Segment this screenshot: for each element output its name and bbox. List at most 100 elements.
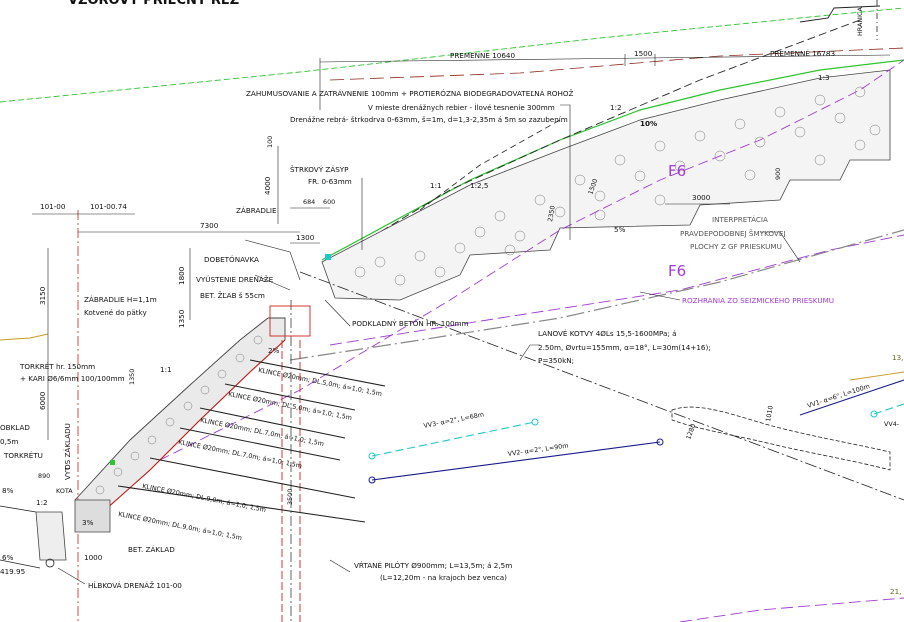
drain-vv2-end — [656, 438, 664, 446]
label-zlab: BET. ŽĽAB š 55cm — [200, 291, 265, 300]
label-zab2b: Kotvené do pätky — [84, 308, 147, 317]
dim-1000: 1000 — [84, 553, 103, 562]
slope-1-2: 1:2 — [610, 103, 622, 112]
dim-1350b: 1350 — [128, 369, 136, 385]
dimension-lines — [32, 54, 891, 440]
percent-6: 6% — [2, 553, 14, 562]
dim-premenne-2: PREMENNÉ 16783 — [770, 49, 835, 58]
dim-3500: 3500 — [286, 489, 294, 505]
label-obklad-2: 0,5m — [0, 437, 18, 446]
dim-3150: 3150 — [38, 286, 47, 305]
black-dashed-slope-top — [329, 19, 861, 263]
dim-600: 600 — [323, 198, 335, 206]
drawing-title: VZOROVÝ PRIEČNY REZ — [68, 0, 239, 8]
dim-1280: 1280 — [684, 423, 697, 441]
nail-label-4: KLINCE Ø20mm; DL.7,0m; á=1,0; 1,5m — [178, 438, 303, 470]
red-dashed-line — [329, 47, 904, 81]
drain-vv3-end — [531, 418, 539, 426]
wall-stone-pattern — [95, 335, 263, 495]
hranica-label: HRANICA — [856, 7, 864, 36]
nail-label-6: KLINCE Ø20mm; DL.9,0m; á=1,0; 1,5m — [118, 510, 243, 542]
slope-1-1-b: 1:1 — [160, 365, 172, 374]
pile-cap — [269, 305, 311, 337]
leader-lines — [57, 104, 801, 585]
cyan-marker-1 — [325, 254, 331, 260]
label-pilot-1: VŔTANÉ PILÓTY Ø900mm; L=13,5m; á 2,5m — [354, 561, 512, 570]
note-drenazne: Drenážne rebrá- štrkodrva 0-63mm, š=1m, … — [290, 115, 568, 124]
station-left: 101-00 — [40, 202, 66, 211]
stone-pattern — [354, 86, 881, 286]
note-ilove: V mieste drenážnych rebier - Ílové tesne… — [368, 103, 555, 112]
dim-1800: 1800 — [177, 266, 186, 285]
station-right: 101-00.74 — [90, 202, 127, 211]
label-zabradlie: ZÁBRADLIE — [236, 206, 277, 215]
anchor-axis-line — [299, 271, 904, 501]
drain-vv4-end — [870, 410, 878, 418]
slope-1-3: 1:3 — [818, 73, 830, 82]
drain-vv2-start — [368, 476, 376, 484]
percent-3: 3% — [82, 518, 94, 527]
label-strk-2: FR. 0-63mm — [308, 177, 352, 186]
label-interp-1: INTERPRETÁCIA — [712, 215, 768, 224]
dim-900: 900 — [774, 168, 782, 180]
new-terrain-green — [321, 59, 904, 261]
dim-1010: 1010 — [764, 405, 775, 422]
label-bet-zaklad: BET. ZÁKLAD — [128, 545, 175, 554]
nail-label-5: KLINCE Ø20mm; DL.9,0m; á=1,0; 1,5m — [142, 482, 267, 514]
label-kota: KOTA — [56, 487, 73, 495]
label-13: 13, — [892, 353, 903, 362]
drain-vv1 — [799, 379, 904, 416]
label-rozhr: ROZHRANIA ZO SEIZMICKÉHO PRIESKUMU — [682, 296, 834, 305]
percent-5: 5% — [614, 225, 626, 234]
green-marker-1 — [110, 460, 115, 465]
gold-line-left — [0, 333, 49, 341]
label-dobet: DOBETÓNAVKA — [204, 255, 259, 264]
label-strk-1: ŠTRKOVÝ ZÁSYP — [290, 165, 349, 174]
dim-3000: 3000 — [692, 193, 711, 202]
label-kotvy-2: 2.50m, Øvrtu=155mm, α=18°, L=30m(14+16); — [538, 343, 711, 352]
label-torkret-3: TORKRÉTU — [3, 451, 43, 460]
label-interp-3: PLOCHY Z GF PRIESKUMU — [690, 242, 782, 251]
label-torkret-2: + KARI Ø6/6mm 100/100mm — [20, 374, 125, 383]
label-hlbkova: HĹBKOVÁ DRENÁŽ 101-00 — [88, 581, 182, 590]
label-podklad: PODKLADNÝ BETÓN HR. 100mm — [352, 319, 469, 328]
soil-nails — [117, 359, 386, 523]
label-torkret-1: TORKRÉT hr. 150mm — [19, 362, 95, 371]
note-humus: ZAHUMUSOVANIE A ZATRÁVNENIE 100mm + PROT… — [246, 89, 574, 98]
label-kotvy-1: LANOVÉ KOTVY 4ØLs 15,5-1600MPa; á — [538, 329, 677, 338]
label-kotvy-3: P=350kN; — [538, 356, 574, 365]
slope-1-2-5: 1:2,5 — [470, 181, 488, 190]
deep-drain — [35, 511, 67, 561]
stone-fill-area — [321, 69, 891, 301]
label-elev: 419.95 — [0, 567, 25, 576]
dim-6000: 6000 — [38, 391, 47, 410]
percent-8: 8% — [2, 486, 14, 495]
anchor-root-shape — [671, 406, 891, 471]
label-vyt: VYT — [63, 466, 72, 480]
dim-684: 684 — [303, 198, 315, 206]
percent-2: 2% — [268, 346, 280, 355]
label-f6-lower: F6 — [668, 262, 686, 280]
drain-label-vv1: VV1- α=6°, L=100m — [806, 382, 871, 410]
percent-10: 10% — [640, 119, 657, 128]
wall-red-outline — [104, 339, 286, 511]
ground-left — [0, 505, 41, 569]
label-pilot-2: (L=12,20m - na krajoch bez venca) — [380, 573, 507, 582]
wall-face — [74, 317, 286, 511]
label-21: 21, — [890, 587, 901, 596]
dim-4000: 4000 — [263, 176, 272, 195]
label-os-zakladu: OS ZÁKLADU — [63, 423, 72, 470]
drain-label-vv4: VV4- — [884, 420, 899, 428]
original-terrain-line — [0, 7, 904, 103]
slope-1-1-a: 1:1 — [430, 181, 442, 190]
gray-interp-line — [289, 229, 904, 361]
purple-line-bottom — [679, 597, 904, 622]
label-f6-upper: F6 — [668, 162, 686, 180]
slope-1-2-left: 1:2 — [36, 498, 48, 507]
road-top-right — [799, 5, 881, 23]
dim-7300: 7300 — [200, 221, 219, 230]
dim-premenne-1: PREMENNÉ 10640 — [450, 51, 515, 60]
drain-vv2 — [371, 441, 661, 481]
dim-1500-top: 1500 — [634, 49, 653, 58]
